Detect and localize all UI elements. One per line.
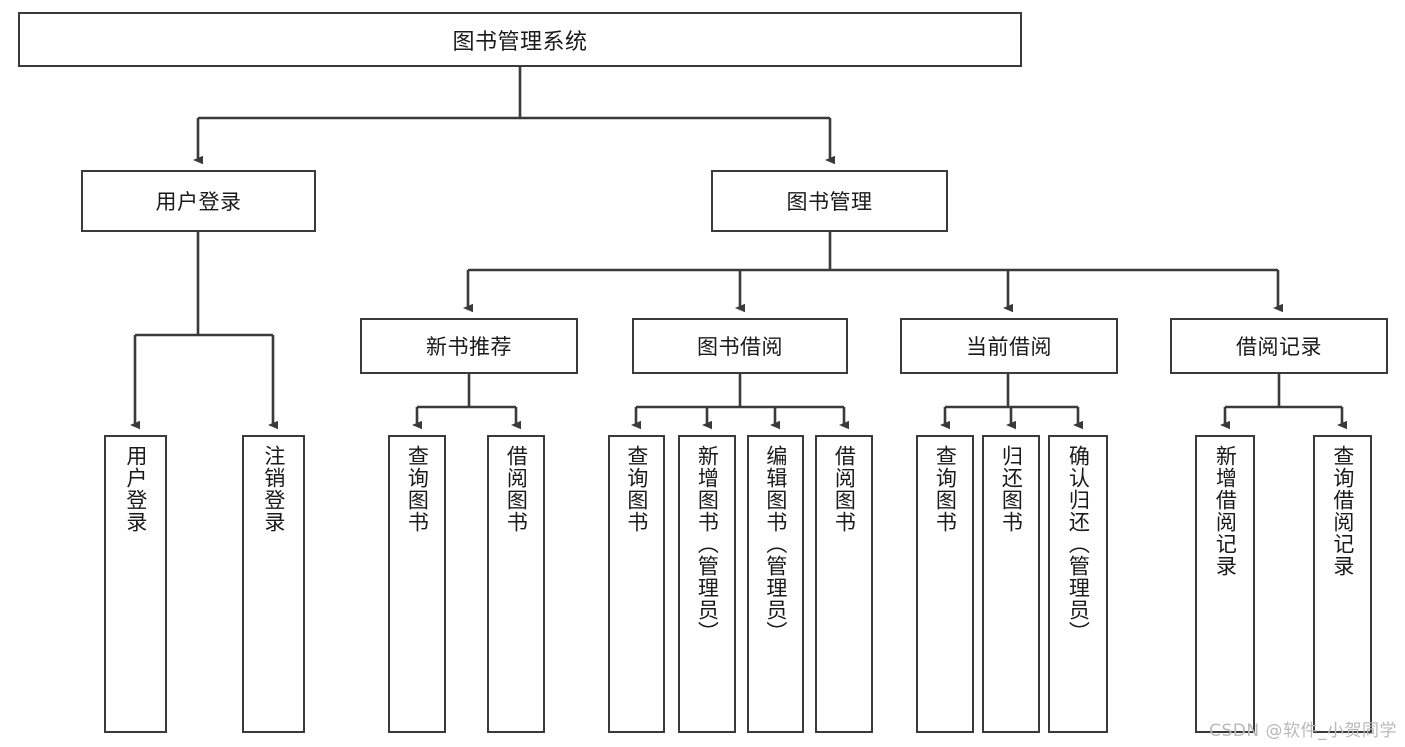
- node-book-management-label: 图书管理: [786, 190, 873, 214]
- node-borrow-record[interactable]: 借阅记录: [1170, 318, 1388, 374]
- watermark: CSDN @软件_小贺同学: [1209, 721, 1397, 741]
- node-leaf-user-login[interactable]: 用户登录: [104, 435, 167, 733]
- node-leaf-add-book-admin-label: 新增图书（管理员）: [695, 445, 720, 643]
- node-new-book-recommend-label: 新书推荐: [426, 335, 512, 359]
- node-leaf-query-book-1[interactable]: 查询图书: [388, 435, 446, 733]
- node-leaf-borrow-book-1[interactable]: 借阅图书: [487, 435, 545, 733]
- node-leaf-query-book-3-label: 查询图书: [933, 445, 958, 533]
- node-user-login[interactable]: 用户登录: [81, 170, 316, 232]
- node-leaf-add-book-admin[interactable]: 新增图书（管理员）: [678, 435, 736, 733]
- node-leaf-query-book-3[interactable]: 查询图书: [916, 435, 974, 733]
- node-leaf-return-book-label: 归还图书: [999, 445, 1024, 533]
- node-leaf-query-borrow-record-label: 查询借阅记录: [1330, 445, 1355, 577]
- node-book-borrow[interactable]: 图书借阅: [632, 318, 848, 374]
- node-book-borrow-label: 图书借阅: [697, 335, 783, 359]
- node-book-management[interactable]: 图书管理: [711, 170, 948, 232]
- node-leaf-edit-book-admin[interactable]: 编辑图书（管理员）: [747, 435, 804, 733]
- node-leaf-return-book[interactable]: 归还图书: [982, 435, 1040, 733]
- node-root[interactable]: 图书管理系统: [18, 12, 1022, 67]
- node-current-borrow-label: 当前借阅: [966, 335, 1052, 359]
- node-leaf-query-borrow-record[interactable]: 查询借阅记录: [1313, 435, 1372, 733]
- node-borrow-record-label: 借阅记录: [1236, 335, 1322, 359]
- node-leaf-logout-login[interactable]: 注销登录: [242, 435, 305, 733]
- node-current-borrow[interactable]: 当前借阅: [900, 318, 1118, 374]
- node-leaf-query-book-1-label: 查询图书: [405, 445, 430, 533]
- node-leaf-add-borrow-record[interactable]: 新增借阅记录: [1195, 435, 1255, 733]
- node-root-label: 图书管理系统: [452, 29, 588, 55]
- node-leaf-confirm-return-admin-label: 确认归还（管理员）: [1066, 445, 1091, 643]
- node-leaf-logout-login-label: 注销登录: [261, 445, 286, 533]
- node-leaf-borrow-book-2-label: 借阅图书: [832, 445, 857, 533]
- node-new-book-recommend[interactable]: 新书推荐: [360, 318, 578, 374]
- node-leaf-borrow-book-1-label: 借阅图书: [504, 445, 529, 533]
- node-leaf-add-borrow-record-label: 新增借阅记录: [1213, 445, 1238, 577]
- node-leaf-borrow-book-2[interactable]: 借阅图书: [815, 435, 873, 733]
- node-leaf-edit-book-admin-label: 编辑图书（管理员）: [763, 445, 788, 643]
- node-leaf-query-book-2[interactable]: 查询图书: [608, 435, 665, 733]
- node-user-login-label: 用户登录: [155, 190, 242, 214]
- node-leaf-confirm-return-admin[interactable]: 确认归还（管理员）: [1048, 435, 1108, 733]
- node-leaf-query-book-2-label: 查询图书: [624, 445, 649, 533]
- node-leaf-user-login-label: 用户登录: [123, 445, 148, 533]
